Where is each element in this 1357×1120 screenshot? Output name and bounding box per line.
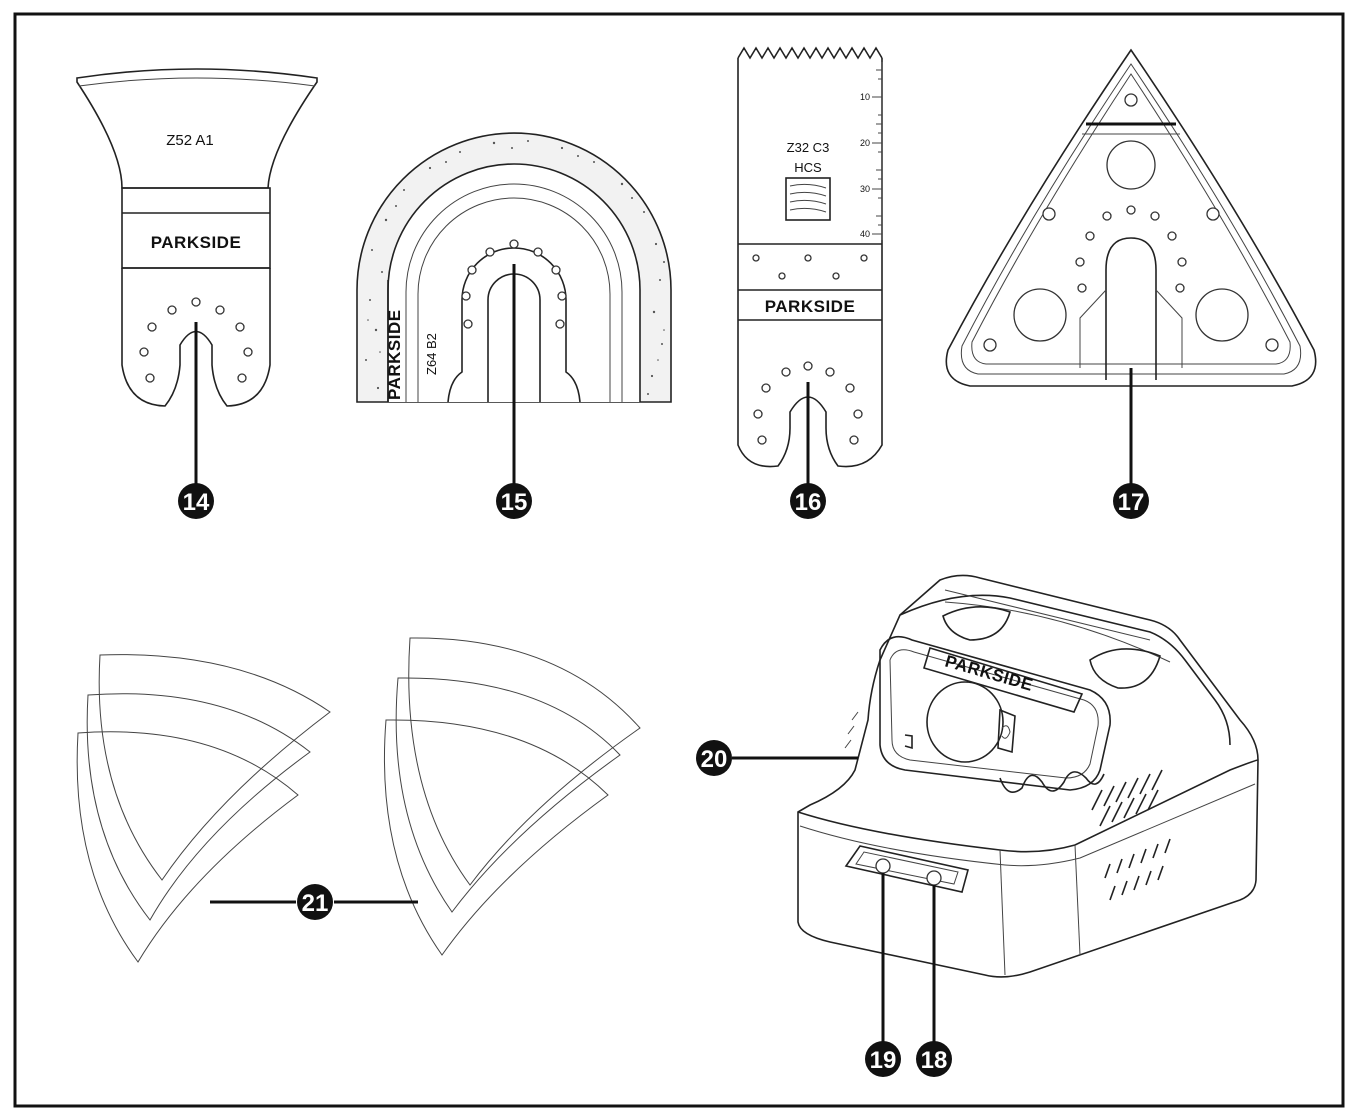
callout-15: 15 bbox=[501, 489, 528, 516]
charger-vents-upper bbox=[1091, 769, 1163, 827]
sanding-sheet-stack-right bbox=[383, 637, 641, 956]
blade-14: Z52 A1 PARKSIDE 14 bbox=[76, 68, 318, 519]
charger-led-18 bbox=[926, 870, 942, 886]
callout-19-badge bbox=[865, 1041, 901, 1077]
blade-14-mount-holes bbox=[139, 297, 253, 383]
blade-15-brand: PARKSIDE bbox=[385, 309, 404, 400]
scale-mark-10: 10 bbox=[860, 92, 870, 102]
callout-21-badge bbox=[297, 884, 333, 920]
sanding-sheet-stack-left bbox=[76, 654, 331, 963]
blade-14-brand: PARKSIDE bbox=[151, 233, 242, 252]
blade-16-mount-holes bbox=[753, 361, 863, 445]
callout-19: 19 bbox=[870, 1047, 897, 1074]
blade-16-model: Z32 C3 bbox=[787, 140, 830, 155]
callout-20-badge bbox=[696, 740, 732, 776]
blade-16-rivets bbox=[752, 254, 868, 280]
charger-vents-lower bbox=[1104, 838, 1171, 901]
callout-21: 21 bbox=[302, 890, 329, 917]
callout-20: 20 bbox=[701, 746, 728, 773]
scale-mark-30: 30 bbox=[860, 184, 870, 194]
blade-15: PARKSIDE Z64 B2 15 bbox=[356, 132, 672, 519]
callout-16: 16 bbox=[795, 489, 822, 516]
sanding-plate-17-mount-holes bbox=[1075, 205, 1187, 293]
blade-16-material: HCS bbox=[794, 160, 822, 175]
callout-17: 17 bbox=[1118, 489, 1145, 516]
blade-15-model: Z64 B2 bbox=[424, 333, 439, 375]
blade-14-model: Z52 A1 bbox=[166, 132, 214, 149]
callout-18: 18 bbox=[921, 1047, 948, 1074]
charger-brand: PARKSIDE bbox=[943, 652, 1035, 695]
callout-14: 14 bbox=[183, 489, 210, 516]
callout-16-badge bbox=[790, 483, 826, 519]
sanding-sheets-21: 21 bbox=[76, 637, 641, 963]
charger-led-19 bbox=[875, 858, 891, 874]
blade-15-grit-texture bbox=[365, 140, 665, 395]
callout-17-badge bbox=[1113, 483, 1149, 519]
blade-15-mount-holes bbox=[461, 239, 567, 329]
charger: PARKSIDE 20 19 18 bbox=[696, 574, 1259, 1077]
sanding-plate-17: 17 bbox=[945, 48, 1317, 519]
scale-mark-40: 40 bbox=[860, 229, 870, 239]
figure-border bbox=[13, 12, 1345, 1108]
blade-16: 10 20 30 40 Z32 C3 HCS PARKSIDE 16 bbox=[737, 46, 883, 519]
blade-16-brand: PARKSIDE bbox=[765, 297, 856, 316]
wood-icon bbox=[785, 177, 831, 221]
callout-15-badge bbox=[496, 483, 532, 519]
blade-16-scale: 10 20 30 40 bbox=[860, 62, 883, 240]
callout-14-badge bbox=[178, 483, 214, 519]
scale-mark-20: 20 bbox=[860, 138, 870, 148]
callout-18-badge bbox=[916, 1041, 952, 1077]
